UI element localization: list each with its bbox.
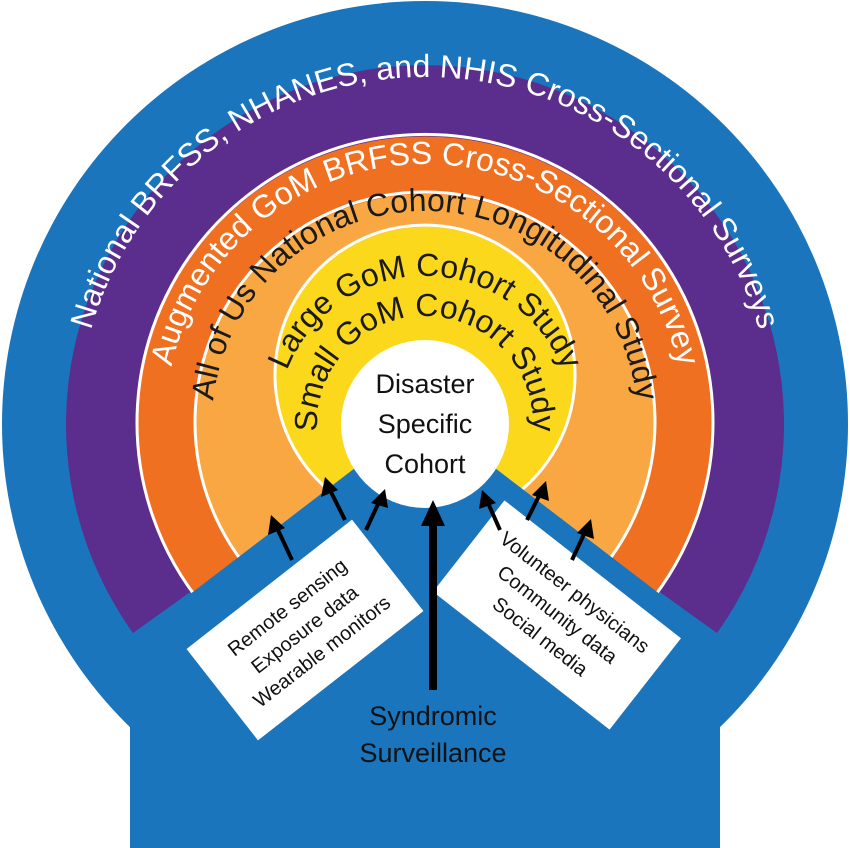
arrow-right-1 bbox=[486, 502, 502, 531]
arrow-left-3-head bbox=[371, 489, 388, 508]
arrow-right-3 bbox=[570, 531, 587, 561]
right-data-source-box: Volunteer physicians Community data Soci… bbox=[433, 500, 681, 730]
ring-separators bbox=[135, 132, 715, 608]
center-label-line-2: Specific bbox=[378, 409, 473, 439]
arrow-right-2 bbox=[525, 493, 542, 521]
arrow-left-1 bbox=[275, 527, 294, 561]
arrow-left-2-head bbox=[321, 477, 338, 497]
arrow-right-1-head bbox=[479, 490, 496, 509]
arrow-left-2 bbox=[328, 489, 347, 521]
arrow-left-1-head bbox=[268, 515, 285, 535]
bottom-label-line-1: Syndromic bbox=[369, 701, 497, 731]
center-label-line-3: Cohort bbox=[384, 449, 466, 479]
center-label-line-1: Disaster bbox=[375, 369, 474, 399]
arrow-right-2-head bbox=[532, 481, 549, 501]
left-data-source-box: Remote sensing Exposure data Wearable mo… bbox=[186, 519, 424, 741]
arrow-left-3 bbox=[364, 501, 381, 531]
arrow-center-head bbox=[421, 500, 445, 526]
arrows bbox=[268, 477, 594, 690]
center-disc bbox=[341, 340, 509, 508]
arrow-right-3-head bbox=[577, 519, 594, 539]
bottom-label-line-2: Surveillance bbox=[359, 738, 506, 768]
